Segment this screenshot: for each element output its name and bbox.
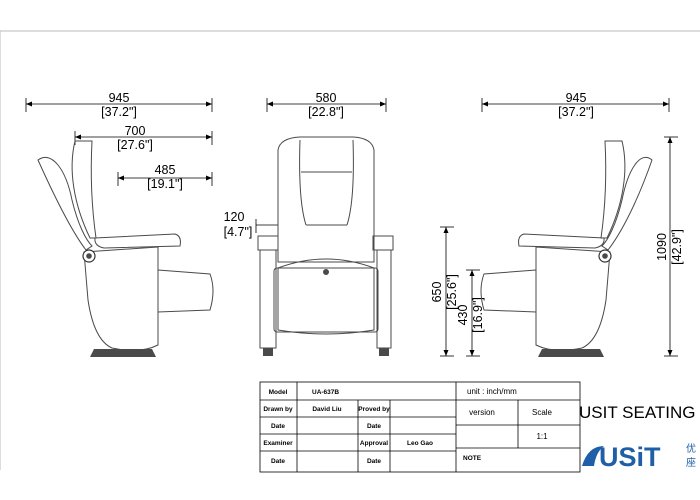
seat-front bbox=[277, 258, 375, 335]
floor-base bbox=[90, 349, 156, 357]
dimension-650: 650 [25.6"] bbox=[430, 226, 459, 357]
armrest-right bbox=[518, 233, 605, 249]
dim-485-inch: [19.1"] bbox=[147, 177, 183, 191]
label-model: Model bbox=[269, 389, 288, 396]
label-version: version bbox=[469, 408, 495, 417]
floor-base-right bbox=[538, 349, 604, 357]
label-proved-by: Proved by bbox=[358, 406, 390, 413]
title-block: Model UA-637B Drawn by David Liu Proved … bbox=[259, 381, 581, 473]
dim-945-mm: 945 bbox=[109, 91, 130, 105]
leg-left bbox=[263, 348, 273, 356]
value-scale: 1:1 bbox=[536, 432, 548, 441]
dimension-945-left: 945 [37.2"] bbox=[25, 91, 213, 119]
label-date-2: Date bbox=[367, 423, 381, 430]
chair-front bbox=[257, 136, 394, 356]
side-panel-right bbox=[535, 246, 611, 351]
logo-text: USiT bbox=[599, 442, 661, 472]
backrest-side bbox=[71, 140, 97, 239]
side-view-right: 945 [37.2"] 650 [25.6"] 430 [16.9"] 1090 bbox=[430, 91, 684, 357]
backrest-side-right bbox=[600, 140, 626, 239]
armrest bbox=[94, 233, 181, 249]
logo-badge-icon bbox=[323, 269, 329, 275]
dim-580-inch: [22.8"] bbox=[308, 105, 344, 119]
seat-folded-right bbox=[480, 269, 537, 313]
dimension-120: 120 [4.7"] bbox=[224, 210, 279, 239]
backrest-front bbox=[277, 136, 375, 263]
side-view-left: 945 [37.2"] 700 [27.6"] 485 [19.1"] bbox=[25, 91, 214, 357]
dim-580-mm: 580 bbox=[316, 91, 337, 105]
side-panel bbox=[83, 246, 159, 351]
dimension-580: 580 [22.8"] bbox=[266, 91, 387, 119]
label-examiner: Examiner bbox=[263, 440, 293, 447]
dim-430-mm: 430 bbox=[456, 305, 470, 326]
armrest-cap-left bbox=[257, 235, 279, 251]
label-date-4: Date bbox=[367, 458, 381, 465]
dim-430-inch: [16.9"] bbox=[471, 297, 485, 333]
chair-side-left bbox=[37, 140, 214, 357]
front-view: 580 [22.8"] 120 [4.7"] bbox=[224, 91, 394, 356]
usit-logo: USiT 优 座 bbox=[582, 442, 696, 472]
dim-945-inch: [37.2"] bbox=[101, 105, 137, 119]
side-panels-front bbox=[259, 249, 392, 349]
dimension-1090: 1090 [42.9"] bbox=[655, 136, 684, 357]
dim-700-inch: [27.6"] bbox=[117, 138, 153, 152]
seat-folded bbox=[157, 269, 214, 313]
backrest-rear-shell bbox=[37, 157, 93, 251]
brand-area: USIT SEATING USiT 优 座 bbox=[579, 403, 696, 472]
leg-right bbox=[379, 348, 389, 356]
dim-120-mm: 120 bbox=[224, 210, 245, 224]
dim-945-right-mm: 945 bbox=[566, 91, 587, 105]
label-drawn-by: Drawn by bbox=[263, 406, 293, 413]
dim-945-right-inch: [37.2"] bbox=[558, 105, 594, 119]
dim-650-inch: [25.6"] bbox=[445, 274, 459, 310]
svg-text:座: 座 bbox=[686, 456, 696, 469]
value-approval: Leo Gao bbox=[407, 440, 433, 447]
dimension-700: 700 [27.6"] bbox=[74, 124, 213, 152]
dimension-430: 430 [16.9"] bbox=[456, 269, 485, 357]
dim-120-inch: [4.7"] bbox=[224, 225, 253, 239]
armrest-cap-right bbox=[372, 235, 394, 251]
dim-1090-mm: 1090 bbox=[655, 233, 669, 261]
brand-name: USIT SEATING bbox=[579, 403, 696, 422]
label-approval: Approval bbox=[360, 440, 388, 447]
unit-label: unit : inch/mm bbox=[467, 387, 517, 396]
backrest-rear-shell-right bbox=[601, 157, 653, 251]
dimension-485: 485 [19.1"] bbox=[117, 163, 213, 191]
dimension-945-right: 945 [37.2"] bbox=[481, 91, 670, 119]
label-date-3: Date bbox=[271, 458, 285, 465]
value-model: UA-637B bbox=[312, 389, 339, 396]
dim-485-mm: 485 bbox=[155, 163, 176, 177]
chair-side-right bbox=[480, 140, 653, 357]
label-date-1: Date bbox=[271, 423, 285, 430]
logo-cjk-mark: 优 bbox=[686, 442, 696, 455]
label-scale: Scale bbox=[532, 408, 553, 417]
dim-1090-inch: [42.9"] bbox=[670, 229, 684, 265]
dim-700-mm: 700 bbox=[125, 124, 146, 138]
label-note: NOTE bbox=[463, 455, 482, 462]
dim-650-mm: 650 bbox=[430, 282, 444, 303]
value-drawn-by: David Liu bbox=[312, 406, 341, 413]
logo-swoosh-icon bbox=[582, 446, 604, 466]
